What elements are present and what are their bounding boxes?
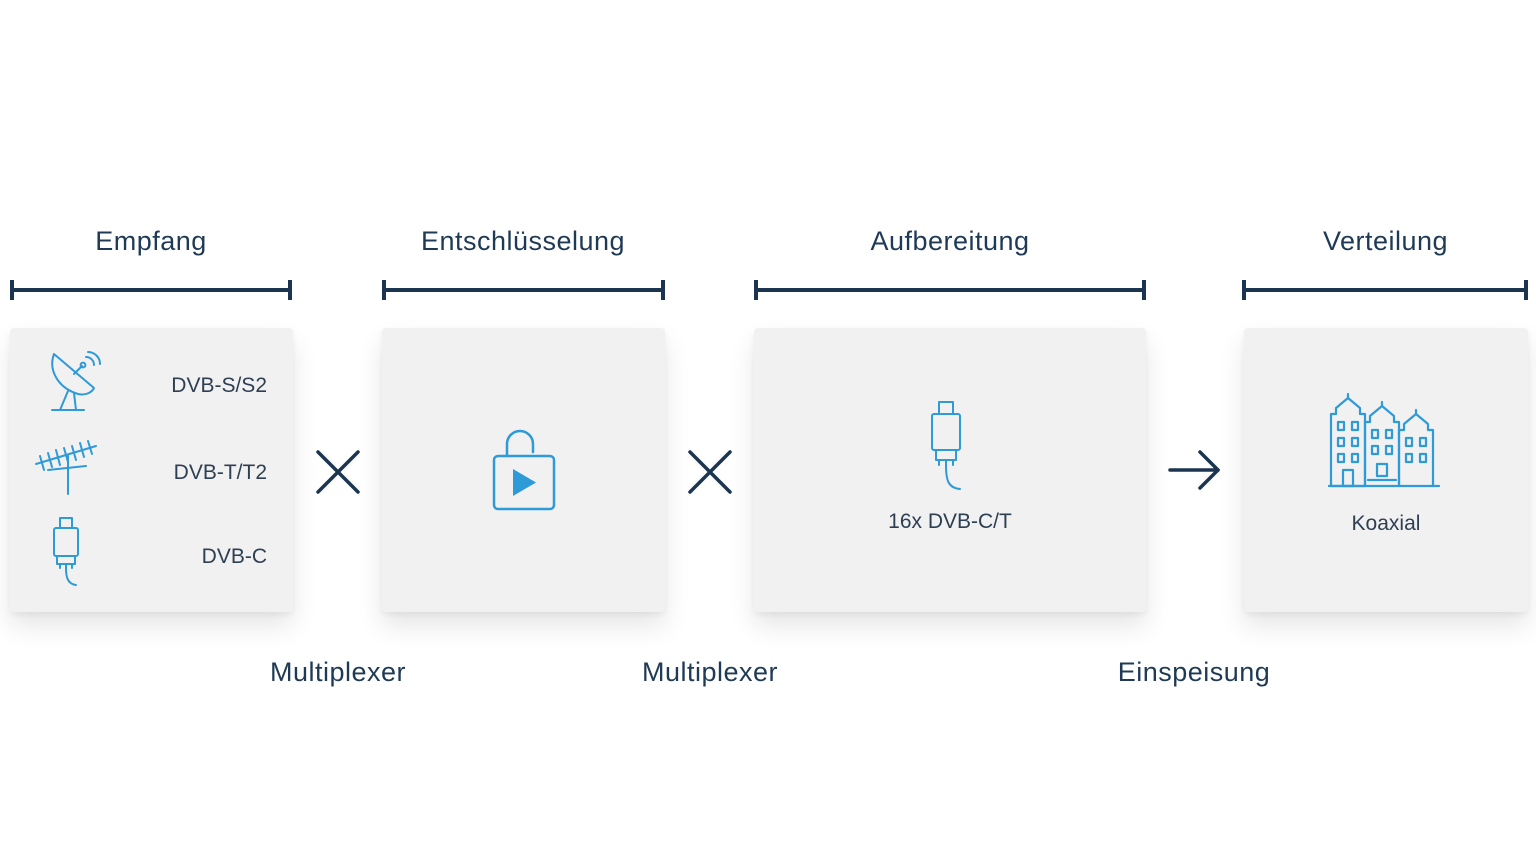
buildings-icon <box>1327 392 1442 495</box>
stage-title-aufbereitung: Aufbereitung <box>870 226 1030 256</box>
reception-label-dvb-c: DVB-C <box>201 545 267 568</box>
reception-label-dvb-s: DVB-S/S2 <box>171 374 267 397</box>
decryption-card <box>382 328 665 612</box>
distribution-label: Koaxial <box>1351 512 1421 535</box>
processing-card: 16x DVB-C/T <box>754 328 1146 612</box>
antenna-icon <box>34 440 100 501</box>
stage-title-verteilung: Verteilung <box>1322 226 1449 256</box>
coax-cable-icon <box>50 516 82 593</box>
bracket-entschluesselung <box>382 280 665 300</box>
coax-cable-icon <box>928 400 964 497</box>
bracket-empfang <box>10 280 292 300</box>
bracket-aufbereitung <box>754 280 1146 300</box>
connector-label-einspeisung: Einspeisung <box>1117 657 1271 687</box>
connector-label-multiplexer-1: Multiplexer <box>269 657 407 687</box>
reception-card: DVB-S/S2 DVB-T/T2 DVB-C <box>10 328 293 612</box>
satellite-dish-icon <box>44 348 104 419</box>
distribution-card: Koaxial <box>1244 328 1528 612</box>
unlocked-play-icon <box>491 426 557 517</box>
cross-icon <box>314 448 362 501</box>
processing-label: 16x DVB-C/T <box>888 510 1012 533</box>
reception-label-dvb-t: DVB-T/T2 <box>173 461 267 484</box>
stage-title-entschluesselung: Entschlüsselung <box>420 226 626 256</box>
cross-icon <box>686 448 734 501</box>
arrow-right-icon <box>1166 448 1222 497</box>
stage-title-empfang: Empfang <box>95 226 207 256</box>
bracket-verteilung <box>1242 280 1528 300</box>
connector-label-multiplexer-2: Multiplexer <box>641 657 779 687</box>
